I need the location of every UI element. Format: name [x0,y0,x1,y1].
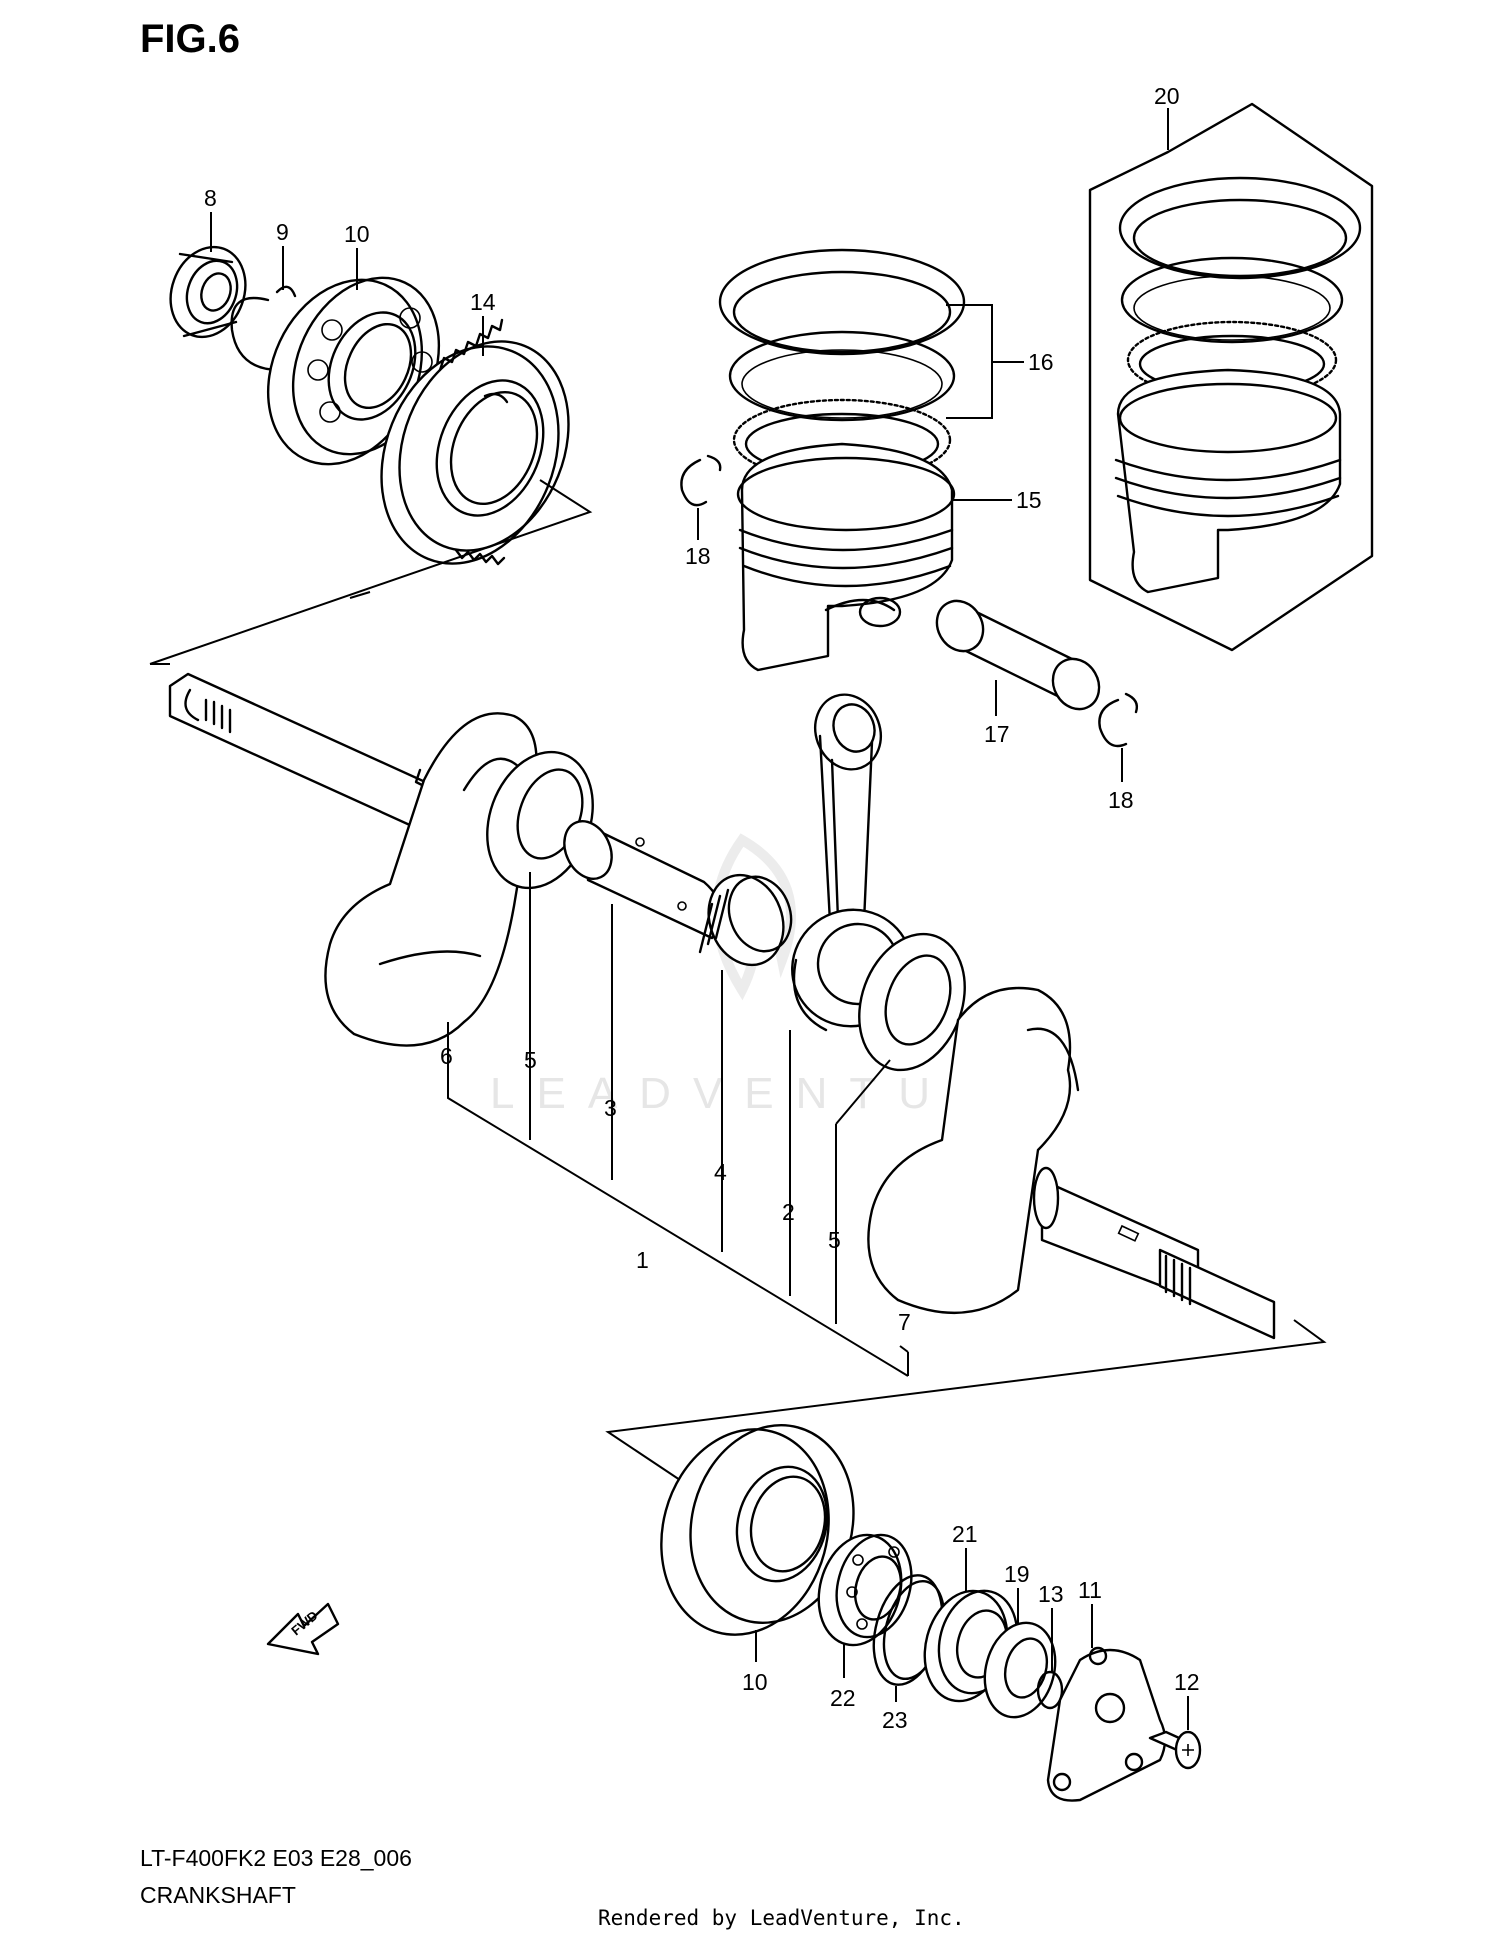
part-20-piston-ring-set-box [1088,102,1374,652]
callout-10-lower: 10 [742,1669,768,1695]
callout-21: 21 [952,1521,978,1547]
callout-17: 17 [984,721,1010,747]
callout-15: 15 [1016,487,1042,513]
callout-6: 6 [440,1043,453,1069]
callout-7: 7 [898,1309,911,1335]
part-11-retainer-plate [1046,1646,1167,1802]
callout-8: 8 [204,185,217,211]
callout-3: 3 [604,1095,617,1121]
callout-5-right: 5 [828,1227,841,1253]
callout-13: 13 [1038,1581,1064,1607]
part-14-primary-gear [380,318,570,566]
part-8-bearing [169,245,247,339]
callout-12: 12 [1174,1669,1200,1695]
part-22-bearing [817,1533,913,1647]
part-15-piston [736,442,956,672]
figure-label: FIG.6 [140,17,240,61]
callout-11: 11 [1078,1577,1102,1603]
part-12-screw [1148,1730,1202,1770]
callout-9: 9 [276,219,289,245]
callout-14: 14 [470,289,496,315]
part-5-thrust-washer-right [858,932,966,1072]
callout-20: 20 [1154,83,1180,109]
render-credit: Rendered by LeadVenture, Inc. [598,1906,965,1930]
fwd-arrow-icon: FWD [266,1602,340,1656]
callout-10-upper: 10 [344,221,370,247]
part-18-circlip-left [680,454,722,507]
callout-1: 1 [636,1247,649,1273]
watermark: LEADVENTURE [490,1069,1057,1118]
callout-23: 23 [882,1707,908,1733]
part-10-bearing-lower [660,1424,855,1636]
callout-22: 22 [830,1685,856,1711]
part-6-crankshaft-left [168,672,538,1047]
callout-5-left: 5 [524,1047,537,1073]
callout-18-right: 18 [1108,787,1134,813]
callout-4: 4 [714,1159,727,1185]
callout-19: 19 [1004,1561,1030,1587]
part-17-piston-pin [935,599,1101,711]
callout-16: 16 [1028,349,1054,375]
section-title: CRANKSHAFT [140,1882,296,1908]
part-7-crankshaft-right [867,986,1276,1340]
part-5-thrust-washer-left [486,750,594,890]
part-13-o-ring [1036,1670,1064,1710]
callout-2: 2 [782,1199,795,1225]
part-10-bearing-upper [266,276,441,466]
callout-18-left: 18 [685,543,711,569]
part-3-crank-pin [563,820,723,940]
part-18-circlip-right [1098,692,1139,748]
model-code: LT-F400FK2 E03 E28_006 [140,1845,412,1871]
part-4-needle-bearing [698,873,793,967]
